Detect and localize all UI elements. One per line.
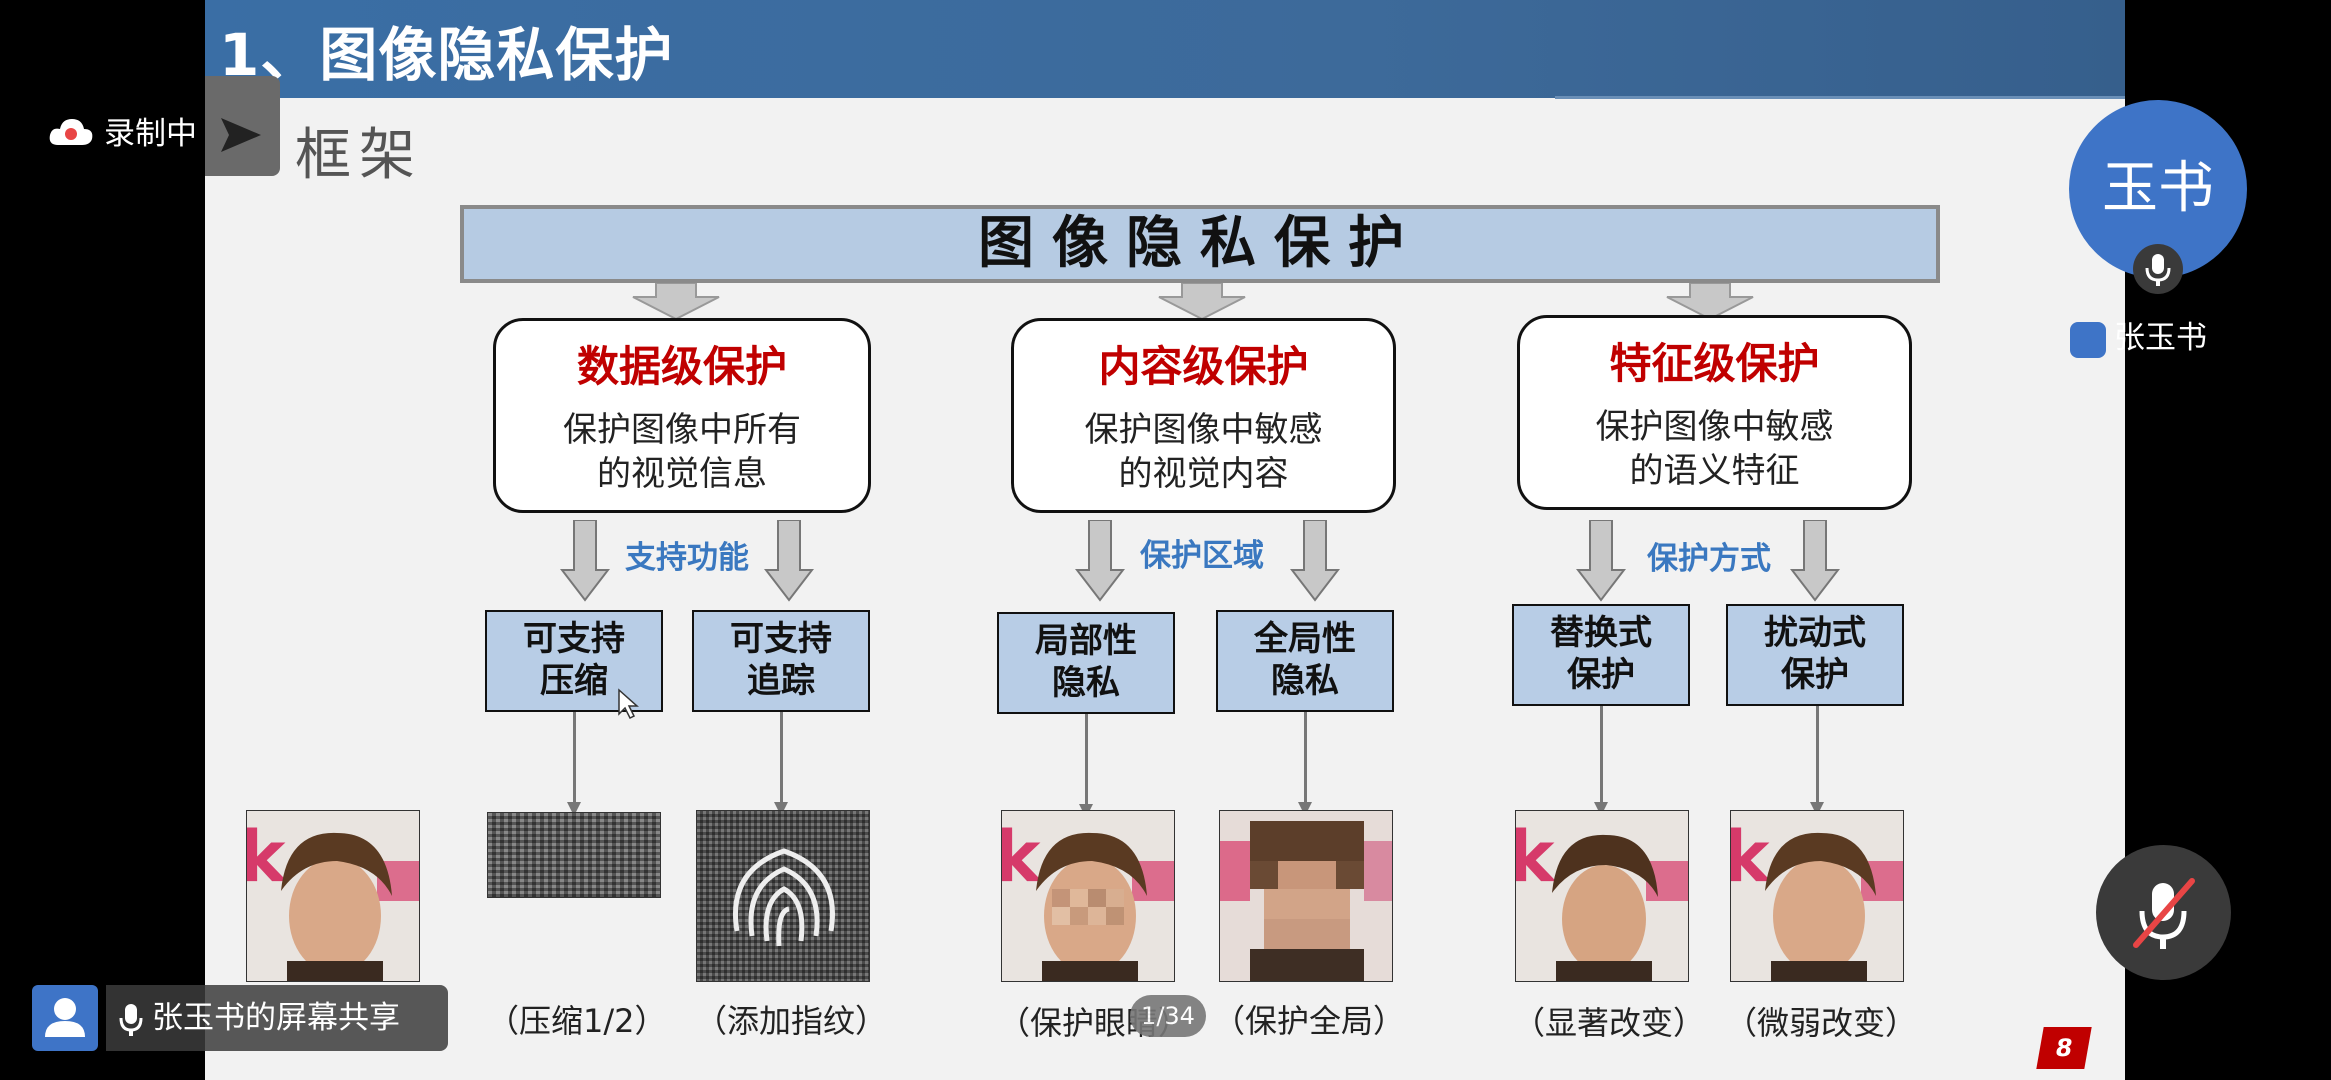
title-bar: 1、图像隐私保护 (205, 0, 2125, 98)
down-arrow-icon (764, 520, 814, 602)
down-arrow-icon (632, 283, 720, 321)
leaf-box: 扰动式保护 (1726, 604, 1904, 706)
leaf-box: 全局性隐私 (1216, 610, 1394, 712)
pointer-arrow-icon (221, 118, 261, 152)
replaced-face-image: k (1515, 810, 1689, 982)
category-data-level: 数据级保护 保护图像中所有的视觉信息 (493, 318, 871, 513)
image-caption: （显著改变） (1513, 1004, 1706, 1042)
down-arrow-icon (1666, 283, 1754, 321)
category-desc: 的语义特征 (1629, 451, 1800, 491)
svg-text:k: k (247, 816, 287, 898)
participant-name: 张玉书 (2114, 320, 2207, 356)
connector-line (780, 712, 783, 804)
cloud-record-icon (48, 117, 94, 155)
connector-line (573, 712, 576, 804)
leaf-line: 隐私 (1271, 661, 1339, 701)
category-feature-level: 特征级保护 保护图像中敏感的语义特征 (1517, 315, 1912, 510)
user-avatar-icon (32, 985, 98, 1051)
mid-label: 保护方式 (1647, 541, 1771, 577)
connector-line (1816, 706, 1819, 804)
microphone-icon (2145, 254, 2171, 286)
title-underline (1555, 96, 2125, 99)
down-arrow-icon (1790, 520, 1840, 602)
leaf-line: 可支持 (523, 619, 625, 659)
microphone-muted-icon (2133, 878, 2195, 949)
leaf-line: 替换式 (1550, 613, 1652, 653)
down-arrow-icon (1158, 283, 1246, 321)
connector-line (1304, 712, 1307, 804)
compressed-image (487, 812, 661, 898)
svg-text:k: k (1516, 816, 1556, 898)
svg-text:k: k (1002, 816, 1042, 898)
main-concept-box: 图像隐私保护 (460, 205, 1940, 283)
mid-label: 支持功能 (625, 540, 749, 576)
down-arrow-icon (1075, 520, 1125, 602)
leaf-line: 追踪 (747, 661, 815, 701)
connector-line (1600, 706, 1603, 804)
down-arrow-icon (1290, 520, 1340, 602)
down-arrow-icon (560, 520, 610, 602)
leaf-line: 局部性 (1035, 621, 1137, 661)
avatar[interactable]: 玉书 (2069, 100, 2247, 278)
leaf-box: 局部性隐私 (997, 612, 1175, 714)
connector-line (1085, 714, 1088, 806)
leaf-box: 可支持压缩 (485, 610, 663, 712)
page-number: 8 (2036, 1027, 2092, 1069)
leaf-line: 隐私 (1052, 663, 1120, 703)
image-caption: （保护全局） (1213, 1002, 1406, 1040)
category-desc: 的视觉内容 (1118, 454, 1289, 494)
mouse-cursor-icon (618, 688, 639, 720)
slide: 1、图像隐私保护 框架 图像隐私保护 数据级保护 保护图像中所有的视觉信息 内容… (205, 0, 2125, 1080)
eye-protected-face-image: k (1001, 810, 1175, 982)
mute-button[interactable] (2096, 845, 2231, 980)
leaf-line: 保护 (1567, 655, 1635, 695)
leaf-box: 可支持追踪 (692, 610, 870, 712)
leaf-line: 保护 (1781, 655, 1849, 695)
leaf-line: 可支持 (730, 619, 832, 659)
main-concept-label: 图像隐私保护 (978, 211, 1422, 276)
svg-text:k: k (1731, 816, 1771, 898)
original-face-image: k (246, 810, 420, 982)
leaf-box: 替换式保护 (1512, 604, 1690, 706)
category-desc: 保护图像中所有 (563, 410, 801, 450)
avatar-mic-badge (2133, 244, 2183, 294)
slide-title: 1、图像隐私保护 (219, 21, 674, 89)
slide-subtitle: 框架 (295, 123, 423, 188)
image-caption: （压缩1/2） (487, 1002, 667, 1040)
category-desc: 保护图像中敏感 (1595, 407, 1834, 447)
screen-share-text: 张玉书的屏幕共享 (152, 1000, 400, 1036)
leaf-line: 压缩 (540, 661, 608, 701)
leaf-line: 扰动式 (1764, 613, 1866, 653)
down-arrow-icon (1576, 520, 1626, 602)
user-icon (2070, 321, 2106, 358)
category-desc: 保护图像中敏感 (1084, 410, 1323, 450)
category-content-level: 内容级保护 保护图像中敏感的视觉内容 (1011, 318, 1396, 513)
category-heading: 特征级保护 (1609, 339, 1820, 388)
leaf-line: 全局性 (1254, 619, 1356, 659)
recording-label: 录制中 (104, 116, 197, 152)
fingerprint-image (696, 810, 870, 982)
page-counter: 1/34 (1130, 995, 1206, 1037)
category-heading: 数据级保护 (576, 342, 787, 391)
recording-indicator: 录制中 (48, 108, 197, 155)
pointer-tool-button[interactable] (205, 76, 280, 176)
category-heading: 内容级保护 (1098, 342, 1309, 391)
image-caption: （添加指纹） (695, 1002, 888, 1040)
mid-label: 保护区域 (1140, 538, 1264, 574)
participant-name-tag: 张玉书 (2070, 312, 2207, 358)
perturbed-face-image: k (1730, 810, 1904, 982)
category-desc: 的视觉信息 (597, 454, 767, 494)
screen-share-label: 张玉书的屏幕共享 (106, 985, 448, 1051)
pixelated-face-image (1219, 810, 1393, 982)
microphone-icon (119, 1003, 143, 1036)
image-caption: （微弱改变） (1725, 1004, 1918, 1042)
